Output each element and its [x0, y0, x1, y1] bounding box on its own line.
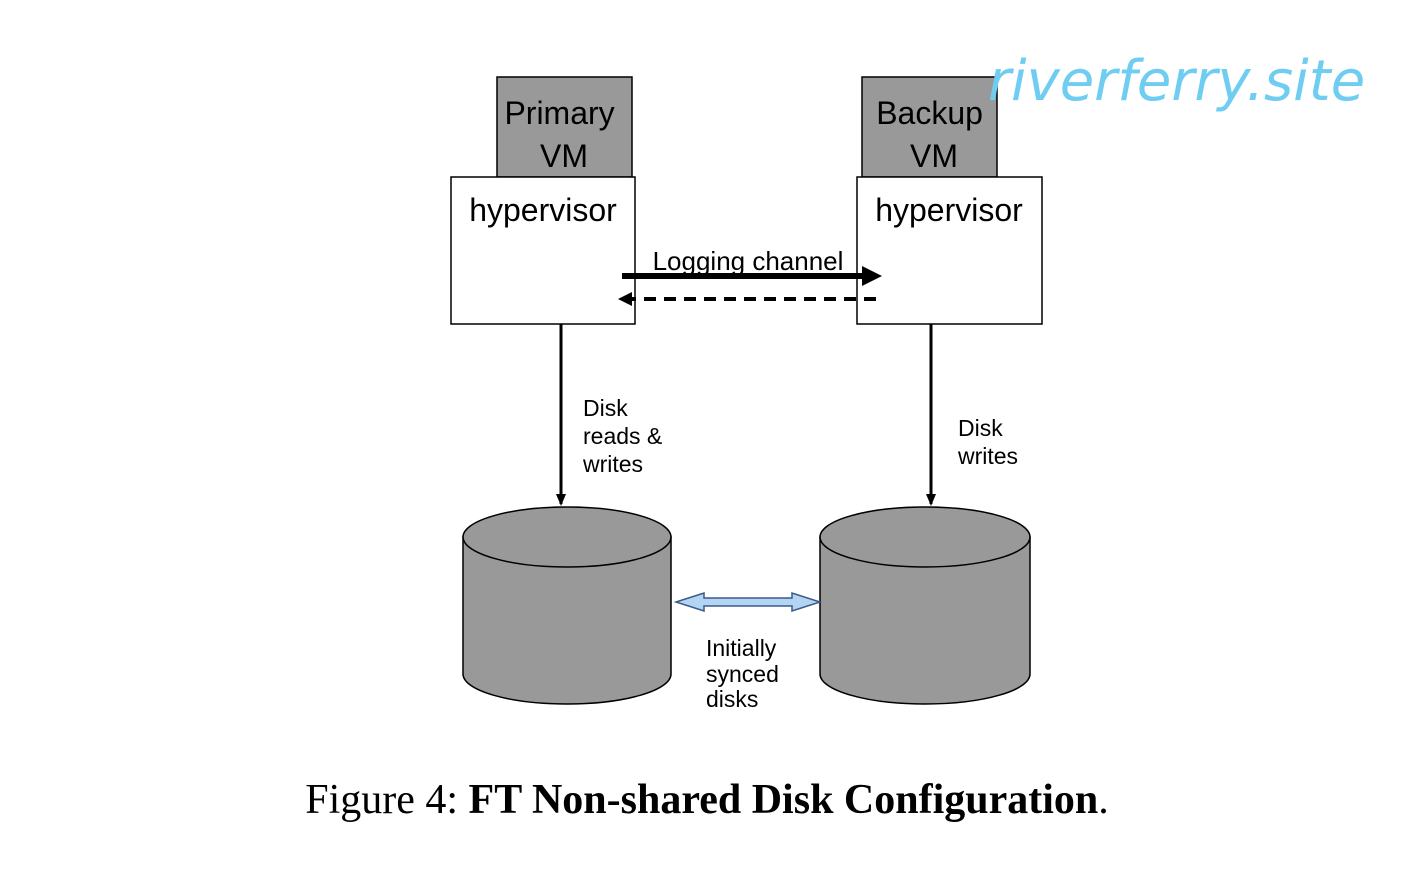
primary-vm-label: Primary VM [504, 95, 623, 174]
caption-prefix: Figure 4: [305, 777, 469, 823]
logging-channel-arrowhead [862, 266, 882, 286]
primary-hypervisor-label: hypervisor [469, 192, 617, 228]
primary-vm-box [496, 76, 633, 178]
caption-title: FT Non-shared Disk Configuration [468, 777, 1099, 823]
primary-hypervisor-box [450, 176, 636, 325]
sync-double-arrow [673, 591, 823, 613]
watermark-text: riverferry.site [988, 49, 1365, 114]
backup-disk-label: Disk writes [957, 415, 1018, 469]
backup-disk-cylinder [819, 506, 1031, 705]
backup-vm-box [861, 76, 998, 178]
backup-hypervisor-label: hypervisor [875, 192, 1023, 228]
primary-disk-label: Disk reads & writes [582, 395, 669, 477]
figure-caption: Figure 4: FT Non-shared Disk Configurati… [0, 776, 1414, 824]
sync-label: Initially synced disks [706, 635, 785, 712]
caption-suffix: . [1098, 777, 1109, 823]
logging-ack-arrowhead [618, 292, 632, 306]
primary-disk-cylinder [462, 506, 672, 705]
backup-vm-label: Backup VM [876, 95, 992, 174]
logging-channel-label: Logging channel [653, 246, 844, 276]
backup-hypervisor-box [856, 176, 1043, 325]
